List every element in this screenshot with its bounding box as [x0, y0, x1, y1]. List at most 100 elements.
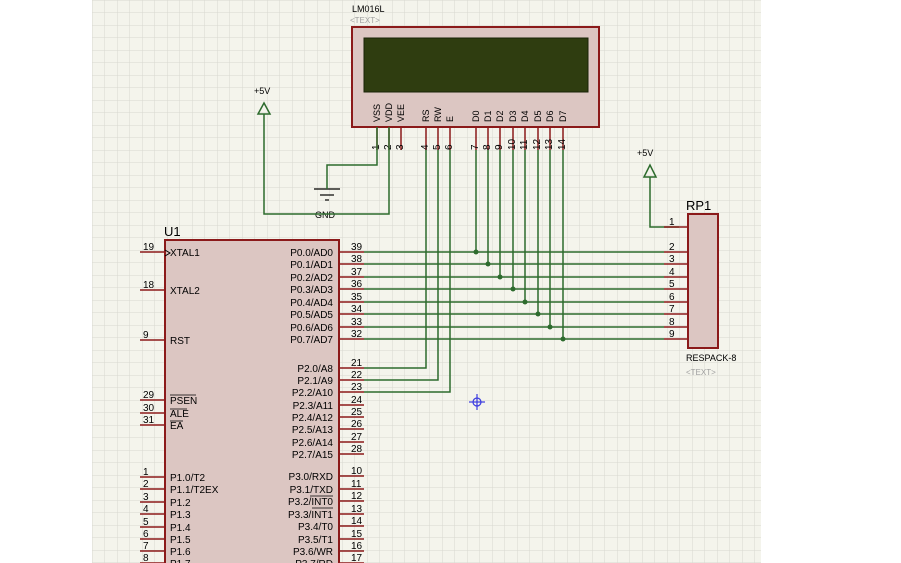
lcd-pin-label-d7: D7	[558, 110, 568, 122]
lcd-pin-number: 7	[470, 144, 481, 150]
lcd-pin-number: 10	[507, 138, 518, 150]
rp-pin-3[interactable]: 3	[664, 254, 688, 265]
mcu-pin-label: P0.4/AD4	[290, 298, 333, 309]
rp-pin-8[interactable]: 8	[664, 317, 688, 328]
mcu-pin-label: P3.3/INT1	[288, 510, 333, 521]
lcd-pin-number: 3	[395, 144, 406, 150]
mcu-pin-number: 9	[143, 330, 149, 341]
mcu-pin-number: 22	[351, 370, 363, 381]
mcu-pin-label: P0.5/AD5	[290, 310, 333, 321]
rp-pin-6[interactable]: 6	[664, 292, 688, 303]
mcu-ref-label: U1	[164, 224, 181, 239]
mcu-pin-number: 18	[143, 280, 155, 291]
rp-pin-number: 7	[669, 304, 675, 315]
rp-pin-9[interactable]: 9	[664, 329, 688, 340]
lcd-pin-label-e: E	[445, 116, 455, 122]
xtal1-clock-mark	[164, 249, 171, 257]
lcd-pin-number: 14	[557, 138, 568, 150]
gnd-label: GND	[315, 210, 336, 220]
mcu-pin-number: 23	[351, 382, 363, 393]
mcu-pin-p1-4[interactable]: 5P1.4	[140, 517, 191, 534]
rp-pin-5[interactable]: 5	[664, 279, 688, 290]
lcd-pin-number: 5	[432, 144, 443, 150]
rp-pin-7[interactable]: 7	[664, 304, 688, 315]
rp-pin-number: 2	[669, 242, 675, 253]
mcu-pin-number: 25	[351, 407, 363, 418]
mcu-pin-label: P3.0/RXD	[289, 472, 333, 483]
mcu-pin-p1-3[interactable]: 4P1.3	[140, 504, 191, 521]
bus-wires	[364, 150, 664, 393]
mcu-pin-number: 6	[143, 529, 149, 540]
rp-part-label: RESPACK-8	[686, 353, 736, 363]
mcu-pin-p3-7-rd[interactable]: 17P3.7/RD	[295, 553, 364, 563]
mcu-pin-number: 14	[351, 516, 363, 527]
mcu-pin-label: P2.1/A9	[297, 376, 333, 387]
mcu-pin-label: P0.7/AD7	[290, 335, 333, 346]
mcu-pin-p1-0-t2[interactable]: 1P1.0/T2	[140, 467, 205, 484]
rp-pin-1[interactable]: 1	[664, 217, 688, 228]
mcu-pin-label: P2.3/A11	[293, 401, 334, 412]
mcu-pin-number: 36	[351, 279, 363, 290]
vcc-label-right: +5V	[637, 148, 653, 158]
mcu-pin-label: P2.4/A12	[292, 413, 334, 424]
mcu-pin-p1-1-t2ex[interactable]: 2P1.1/T2EX	[140, 479, 219, 496]
mcu-pin-number: 31	[143, 415, 155, 426]
mcu-pin-number: 28	[351, 444, 363, 455]
mcu-pin-p1-6[interactable]: 7P1.6	[140, 541, 191, 558]
mcu-pin-p1-5[interactable]: 6P1.5	[140, 529, 191, 546]
lcd-pin-label-d3: D3	[508, 110, 518, 122]
mcu-pin-label: PSEN	[170, 396, 197, 407]
mcu-pin-p1-7[interactable]: 8P1.7	[140, 553, 191, 563]
mcu-pin-number: 7	[143, 541, 149, 552]
mcu-pin-p1-2[interactable]: 3P1.2	[140, 492, 191, 509]
mcu-pin-label: P3.6/WR	[293, 547, 333, 558]
mcu-pin-label: EA	[170, 421, 184, 432]
mcu-pin-label: XTAL1	[170, 248, 200, 259]
rp-pin-2[interactable]: 2	[664, 242, 688, 253]
rp-pin-4[interactable]: 4	[664, 267, 688, 278]
mcu-pin-number: 38	[351, 254, 363, 265]
mcu-pin-number: 35	[351, 292, 363, 303]
mcu-pin-label: P2.0/A8	[297, 364, 333, 375]
rp-pin-number: 5	[669, 279, 675, 290]
mcu-pin-number: 12	[351, 491, 363, 502]
lcd-pin-label-d5: D5	[533, 110, 543, 122]
mcu-pin-number: 16	[351, 541, 363, 552]
junctions	[473, 249, 566, 342]
mcu-pin-label: P2.5/A13	[292, 425, 334, 436]
mcu-body	[164, 239, 340, 563]
